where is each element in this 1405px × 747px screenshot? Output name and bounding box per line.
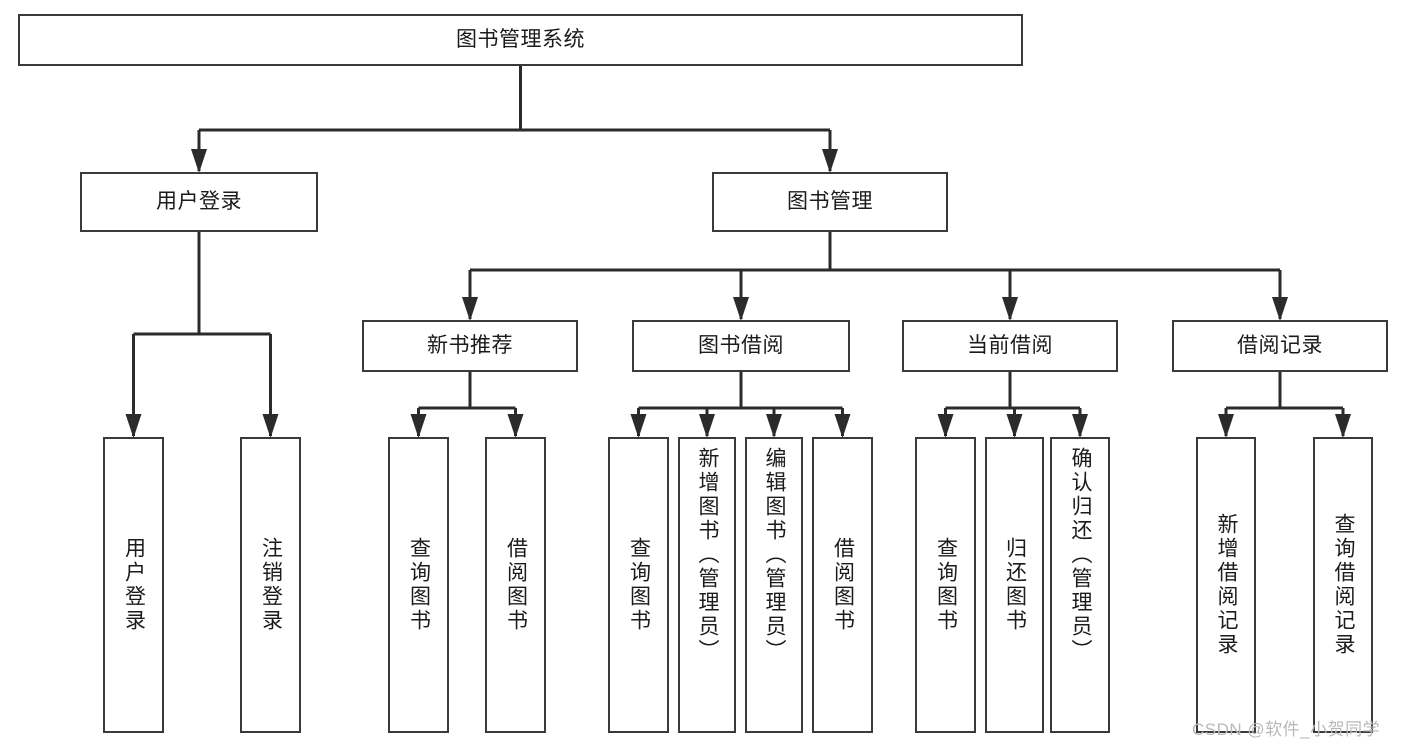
node-label: 新书推荐 <box>427 333 513 357</box>
node-label: 查询借阅记录 <box>1332 513 1356 657</box>
node-level2-user_login[interactable]: 用户登录 <box>80 172 318 232</box>
node-level3-book_borrow[interactable]: 图书借阅 <box>632 320 850 372</box>
node-leaf-leaf_query_book_2[interactable]: 查询图书 <box>608 437 669 733</box>
node-label: 用户登录 <box>156 189 242 213</box>
csdn-watermark: CSDN @软件_小贺同学 <box>1192 720 1381 739</box>
node-label: 确认归还（管理员） <box>1069 447 1093 663</box>
node-level3-current_borrow[interactable]: 当前借阅 <box>902 320 1118 372</box>
node-label: 借阅记录 <box>1237 333 1323 357</box>
node-label: 编辑图书（管理员） <box>763 447 787 663</box>
node-label: 新增借阅记录 <box>1215 513 1239 657</box>
node-leaf-leaf_query_book_1[interactable]: 查询图书 <box>388 437 449 733</box>
node-leaf-leaf_borrow_book_1[interactable]: 借阅图书 <box>485 437 546 733</box>
node-level3-borrow_record[interactable]: 借阅记录 <box>1172 320 1388 372</box>
node-leaf-leaf_edit_book_admin[interactable]: 编辑图书（管理员） <box>745 437 803 733</box>
node-leaf-leaf_add_record[interactable]: 新增借阅记录 <box>1196 437 1256 733</box>
node-leaf-leaf_query_record[interactable]: 查询借阅记录 <box>1313 437 1373 733</box>
node-label: 归还图书 <box>1003 537 1027 633</box>
node-label: 用户登录 <box>122 537 146 633</box>
node-label: 借阅图书 <box>831 537 855 633</box>
node-level2-book_mgmt[interactable]: 图书管理 <box>712 172 948 232</box>
node-label: 借阅图书 <box>504 537 528 633</box>
node-label: 查询图书 <box>934 537 958 633</box>
node-leaf-leaf_user_logout[interactable]: 注销登录 <box>240 437 301 733</box>
node-label: 查询图书 <box>627 537 651 633</box>
node-level3-new_book_rec[interactable]: 新书推荐 <box>362 320 578 372</box>
node-leaf-leaf_query_book_3[interactable]: 查询图书 <box>915 437 976 733</box>
node-label: 图书管理 <box>787 189 873 213</box>
node-root[interactable]: 图书管理系统 <box>18 14 1023 66</box>
node-leaf-leaf_add_book_admin[interactable]: 新增图书（管理员） <box>678 437 736 733</box>
node-label: 图书管理系统 <box>456 27 585 51</box>
node-label: 新增图书（管理员） <box>696 447 720 663</box>
node-leaf-leaf_borrow_book_2[interactable]: 借阅图书 <box>812 437 873 733</box>
node-label: 当前借阅 <box>967 333 1053 357</box>
node-leaf-leaf_return_book[interactable]: 归还图书 <box>985 437 1044 733</box>
node-leaf-leaf_confirm_return_admin[interactable]: 确认归还（管理员） <box>1050 437 1110 733</box>
node-label: 查询图书 <box>407 537 431 633</box>
node-label: 图书借阅 <box>698 333 784 357</box>
node-label: 注销登录 <box>259 537 283 633</box>
node-leaf-leaf_user_login[interactable]: 用户登录 <box>103 437 164 733</box>
